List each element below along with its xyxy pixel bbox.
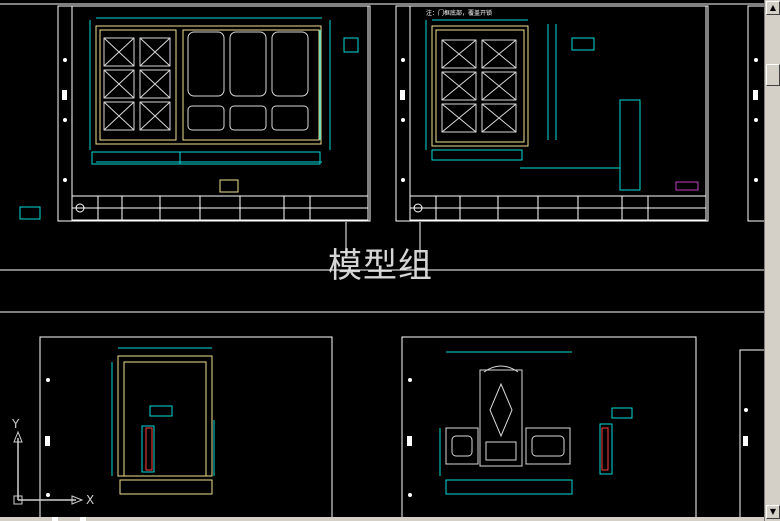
cabinet-elevation-left [89, 17, 359, 193]
cabinet-elevation-right [425, 19, 699, 191]
ucs-axis-icon [13, 430, 84, 505]
door-frame-elevation [111, 347, 215, 495]
vertical-scrollbar[interactable]: ▲ ▼ [764, 0, 780, 521]
ucs-x-label: X [86, 493, 95, 507]
layout-tab[interactable] [52, 517, 58, 521]
watermark-text: 模型组 [328, 246, 433, 286]
chevron-down-icon: ▼ [769, 507, 777, 516]
sheet-markers [45, 58, 758, 497]
title-blocks [19, 195, 707, 221]
chevron-up-icon: ▲ [769, 3, 777, 12]
layout-tab[interactable] [80, 517, 86, 521]
ucs-y-label: Y [12, 417, 20, 431]
horizontal-scrollbar[interactable] [0, 517, 764, 521]
cad-drawing-canvas[interactable] [0, 0, 764, 517]
sheet-borders [0, 3, 764, 517]
scroll-down-button[interactable]: ▼ [766, 505, 780, 519]
door-elevation [439, 351, 633, 495]
drawing-note: 注：门框底部，覆盖开锁 [426, 10, 493, 17]
scroll-up-button[interactable]: ▲ [766, 1, 780, 15]
scroll-thumb[interactable] [766, 64, 780, 86]
